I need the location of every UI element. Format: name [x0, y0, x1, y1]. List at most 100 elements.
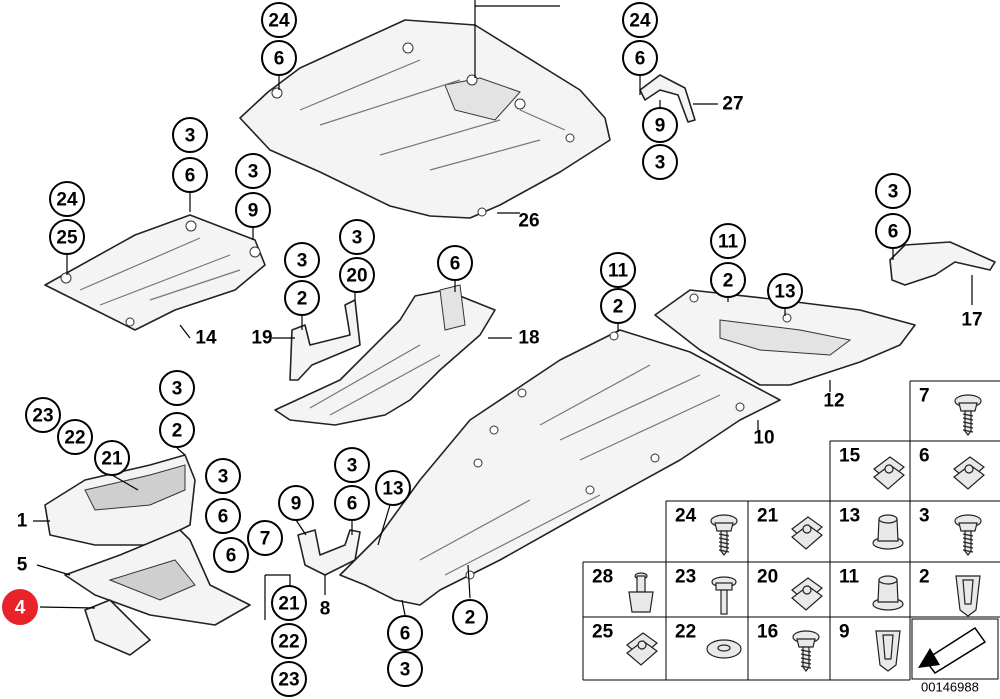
callout-circle: [710, 223, 746, 259]
callout-3: 3: [172, 117, 208, 153]
callout-22: 22: [57, 419, 93, 455]
callout-circle: [600, 252, 636, 288]
callout-2: 2: [710, 262, 746, 298]
callout-label: 11: [718, 232, 739, 253]
callout-label: 6: [347, 494, 358, 515]
callout-2: 2: [452, 599, 488, 635]
callout-circle: [875, 173, 911, 209]
fastener-number: 23: [675, 567, 696, 588]
callout-circle: [261, 2, 297, 38]
callout-circle: [452, 599, 488, 635]
washer-icon: [706, 639, 742, 659]
callout-circle: [159, 370, 195, 406]
fastener-number: 22: [675, 622, 696, 643]
callout-label: 23: [32, 406, 53, 427]
expanding-nut-icon: [875, 630, 901, 672]
callout-23: 23: [271, 661, 307, 697]
callout-9: 9: [278, 485, 314, 521]
callout-6: 6: [261, 40, 297, 76]
expanding-rivet-icon: [628, 572, 654, 613]
callout-circle: [172, 157, 208, 193]
callout-11: 11: [600, 252, 636, 288]
callout-circle: [49, 219, 85, 255]
part-label-17: 17: [961, 310, 982, 331]
collar-screw-icon: [792, 630, 820, 672]
callout-label: 21: [278, 594, 300, 615]
clip-nut-icon: [791, 516, 823, 550]
fastener-cell-13: 13: [839, 506, 904, 550]
callout-circle: [235, 153, 271, 189]
callout-label: 3: [352, 228, 363, 249]
screw-icon: [710, 514, 738, 556]
callout-label: 22: [278, 632, 299, 653]
callout-circle: [261, 40, 297, 76]
callout-circle: [437, 245, 473, 281]
callout-21: 21: [271, 585, 307, 621]
callout-label: 6: [450, 254, 461, 275]
fastener-cell-11: 11: [839, 567, 904, 611]
fastener-cell-23: 23: [675, 567, 737, 615]
callout-25: 25: [49, 219, 85, 255]
part-label-26: 26: [518, 211, 539, 232]
callout-3: 3: [284, 242, 320, 278]
fastener-number: 20: [757, 567, 778, 588]
callout-circle: [57, 419, 93, 455]
callout-23: 23: [25, 397, 61, 433]
callout-label: 2: [172, 421, 183, 442]
spring-nut-icon: [953, 456, 985, 490]
callout-4: 4: [2, 589, 38, 625]
callout-label: 3: [655, 153, 666, 174]
callout-circle: [642, 107, 678, 143]
part-18-shield: [274, 284, 496, 426]
fastener-number: 7: [919, 386, 930, 407]
callout-3: 3: [875, 173, 911, 209]
callout-6: 6: [622, 40, 658, 76]
callout-6: 6: [213, 537, 249, 573]
callout-label: 7: [260, 529, 271, 550]
callout-circle: [159, 412, 195, 448]
fastener-number: 16: [757, 622, 778, 643]
callout-7: 7: [247, 520, 283, 556]
collar-screw-icon: [954, 514, 982, 556]
callout-9: 9: [235, 192, 271, 228]
callout-circle: [2, 589, 38, 625]
leader-lines: [33, 0, 973, 620]
part-label-12: 12: [823, 391, 844, 412]
callout-label: 9: [248, 201, 259, 222]
callout-6: 6: [334, 485, 370, 521]
callout-label: 6: [400, 624, 411, 645]
callout-2: 2: [284, 280, 320, 316]
hex-nut-icon: [872, 514, 904, 550]
callout-label: 6: [185, 166, 196, 187]
fastener-cell-21: 21: [757, 506, 823, 550]
callout-circle: [271, 661, 307, 697]
callout-label: 20: [346, 266, 367, 287]
callout-label: 9: [291, 494, 302, 515]
part-17-bracket: [889, 241, 996, 286]
part-label-1: 1: [17, 511, 28, 532]
callout-13: 13: [375, 470, 411, 506]
fastener-cell-24: 24: [675, 506, 738, 556]
callout-22: 22: [271, 623, 307, 659]
fastener-number: 2: [919, 567, 930, 588]
callout-circle: [600, 288, 636, 324]
callout-label: 3: [248, 162, 259, 183]
expanding-nut-icon: [955, 575, 981, 617]
fastener-cell-28: 28: [592, 567, 654, 613]
callout-circle: [247, 520, 283, 556]
callout-circle: [710, 262, 746, 298]
part-10-shield: [339, 329, 781, 606]
callout-24: 24: [261, 2, 297, 38]
callout-label: 22: [64, 428, 85, 449]
callout-24: 24: [622, 2, 658, 38]
callout-6: 6: [205, 498, 241, 534]
callout-circle: [339, 219, 375, 255]
part-label-18: 18: [518, 328, 539, 349]
part-26-shield: [239, 19, 611, 219]
callout-9: 9: [642, 107, 678, 143]
callout-label: 2: [723, 271, 734, 292]
callout-label: 3: [400, 660, 411, 681]
callout-label: 24: [56, 190, 78, 211]
callout-24: 24: [49, 181, 85, 217]
